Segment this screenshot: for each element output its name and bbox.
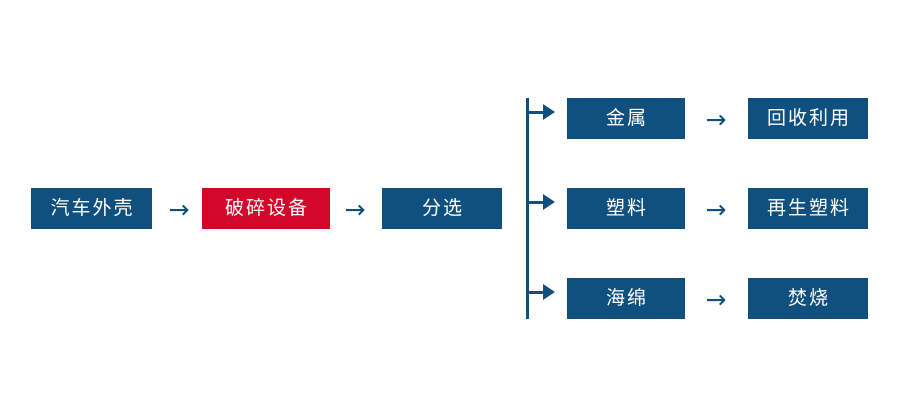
arrow-right-icon-metal-to-recycle: → — [705, 104, 727, 134]
node-material-metal[interactable]: 金属 — [567, 98, 685, 139]
node-destination-incineration[interactable]: 焚烧 — [748, 278, 868, 319]
branch-arrowhead-plastic-icon — [543, 194, 555, 210]
branch-stub-plastic — [526, 201, 548, 204]
node-destination-recycle-reuse[interactable]: 回收利用 — [748, 98, 868, 139]
branch-trunk-line — [526, 98, 529, 319]
node-material-sponge[interactable]: 海绵 — [567, 278, 685, 319]
node-sorting[interactable]: 分选 — [382, 188, 502, 229]
node-crushing-equipment[interactable]: 破碎设备 — [202, 188, 330, 229]
arrow-right-icon-sponge-to-incineration: → — [705, 284, 727, 314]
branch-arrowhead-sponge-icon — [543, 284, 555, 300]
branch-stub-sponge — [526, 291, 548, 294]
branch-arrowhead-metal-icon — [543, 104, 555, 120]
branch-stub-metal — [526, 111, 548, 114]
arrow-right-icon-input-to-crusher: → — [168, 194, 190, 224]
arrow-right-icon-crusher-to-sorting: → — [344, 194, 366, 224]
node-car-shell[interactable]: 汽车外壳 — [31, 188, 152, 229]
node-material-plastic[interactable]: 塑料 — [567, 188, 685, 229]
arrow-right-icon-plastic-to-regenerated: → — [705, 194, 727, 224]
node-destination-regenerated-plastic[interactable]: 再生塑料 — [748, 188, 868, 229]
